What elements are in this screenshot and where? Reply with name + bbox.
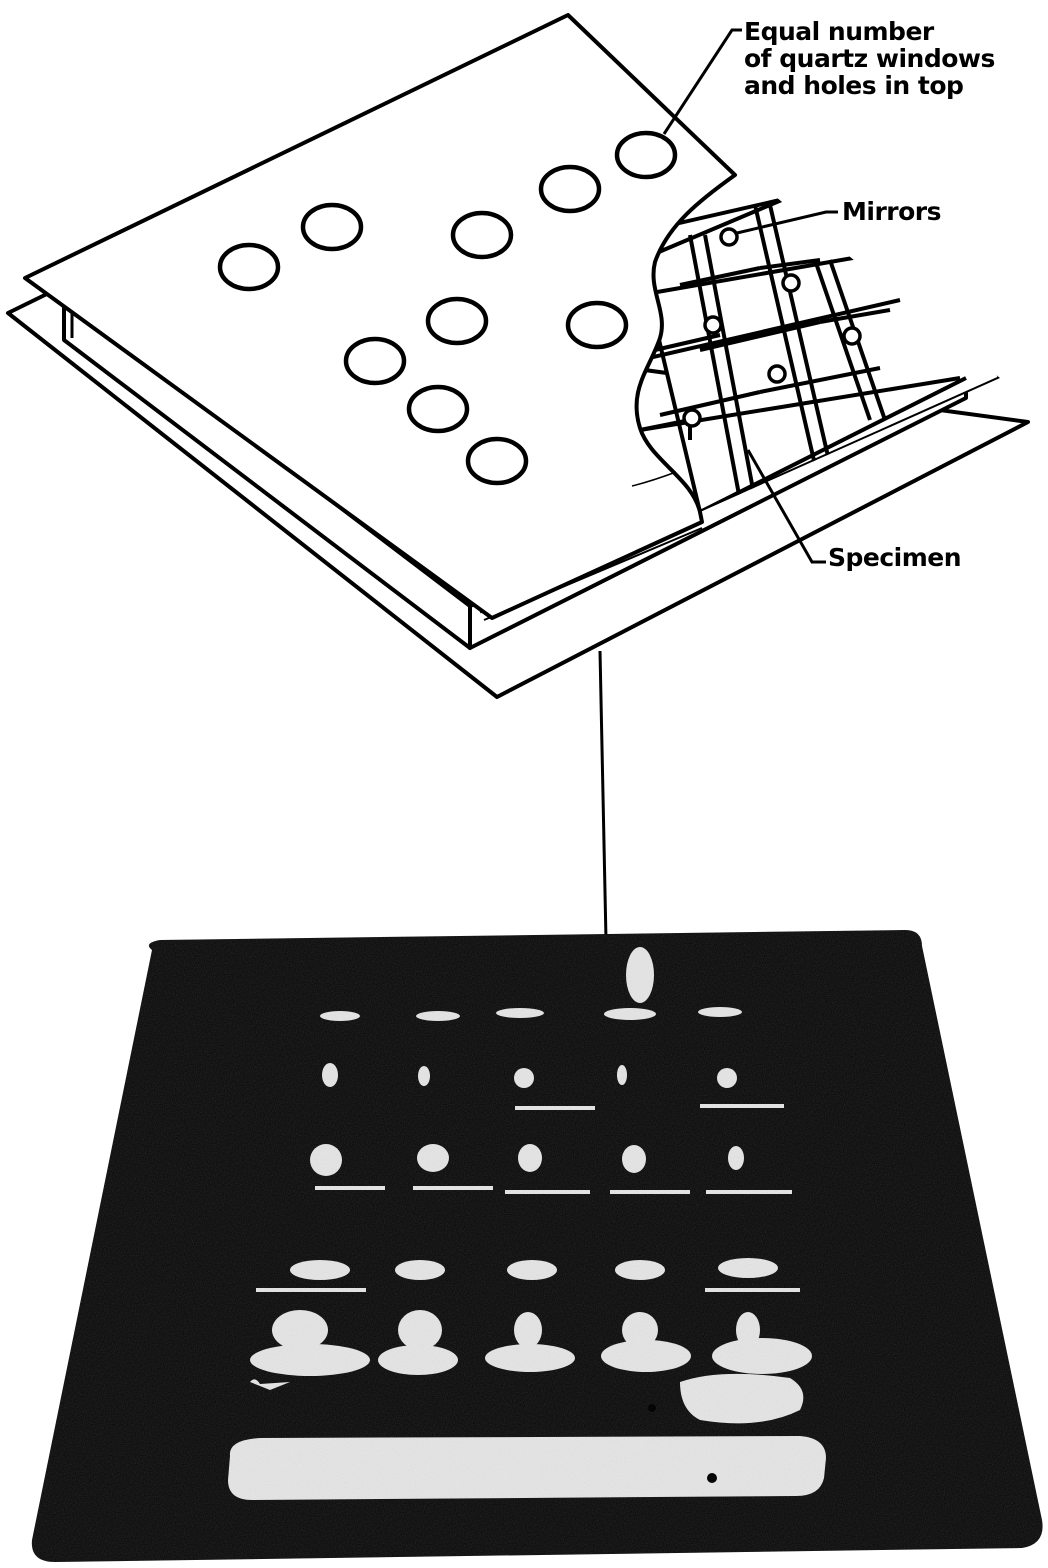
windows-callout-label: Equal number of quartz windows and holes…	[744, 18, 995, 99]
windows-callout-line-3: and holes in top	[744, 72, 995, 99]
windows-callout-line-2: of quartz windows	[744, 45, 995, 72]
windows-callout-line-1: Equal number	[744, 18, 995, 45]
specimen-photo	[32, 930, 1043, 1562]
specimen-callout-label: Specimen	[828, 544, 961, 571]
top-lid	[25, 15, 735, 618]
mirrors-callout-label: Mirrors	[842, 198, 941, 225]
